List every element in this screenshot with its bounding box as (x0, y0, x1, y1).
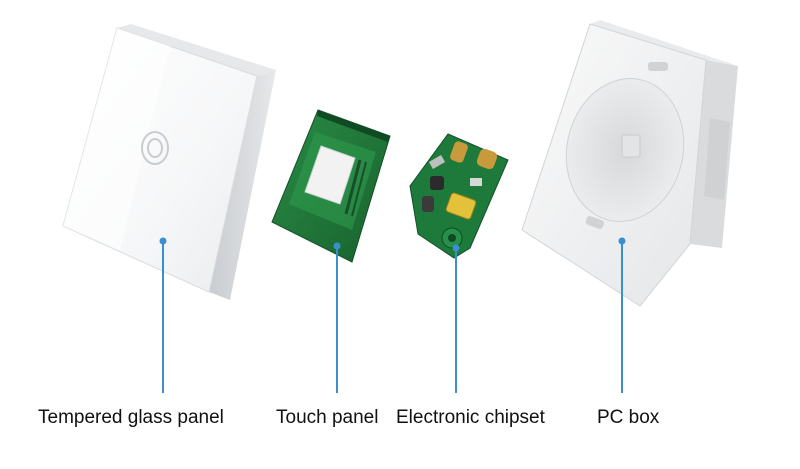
electronic-chipset (409, 133, 509, 259)
label-touch-panel: Touch panel (276, 407, 379, 428)
touch-panel-board (271, 109, 391, 263)
label-electronic-chipset: Electronic chipset (396, 407, 545, 428)
tempered-glass-panel (62, 24, 276, 300)
leader-pcbox (618, 237, 626, 393)
touch-button-icon (141, 131, 169, 165)
leader-glass (159, 237, 167, 393)
leader-touch (333, 242, 341, 393)
label-pc-box: PC box (597, 407, 660, 428)
label-tempered-glass-panel: Tempered glass panel (38, 407, 224, 428)
pc-box (521, 20, 738, 307)
leader-chipset (452, 244, 460, 393)
